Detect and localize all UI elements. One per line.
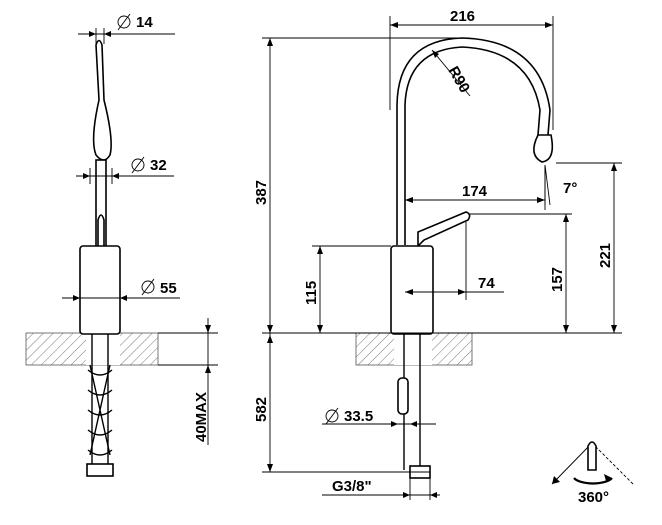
dim-thread: G3/8" xyxy=(322,478,440,500)
dim-angle: 7° xyxy=(544,164,577,206)
label-reach: 174 xyxy=(462,183,488,200)
label-handle-diameter: 32 xyxy=(150,157,167,174)
label-thread: G3/8" xyxy=(332,478,372,495)
label-hose-diameter: 33.5 xyxy=(344,408,373,425)
label-rotation: 360° xyxy=(578,489,609,506)
label-counter-max: 40MAX xyxy=(193,392,210,442)
dim-total-height: 387 xyxy=(253,37,460,333)
side-view: 14 32 55 40MAX xyxy=(25,13,218,477)
side-spout xyxy=(92,39,112,161)
label-total-height: 387 xyxy=(253,180,270,205)
spout-arch-outer xyxy=(396,37,551,245)
label-width: 216 xyxy=(450,8,475,25)
label-top-diameter: 14 xyxy=(136,14,153,31)
dim-hose-diameter: 33.5 xyxy=(322,407,436,427)
side-thread-nut xyxy=(86,463,114,477)
label-below-height: 582 xyxy=(253,397,270,422)
label-lever-offset: 74 xyxy=(478,275,495,292)
label-body-height: 115 xyxy=(303,281,320,305)
front-hose-connector xyxy=(397,377,409,415)
dim-counter-max: 40MAX xyxy=(158,318,218,445)
dim-body-height: 115 xyxy=(303,245,391,333)
dim-reach: 174 xyxy=(405,165,546,210)
dim-lever-height: 157 xyxy=(470,213,572,333)
label-lever-height: 157 xyxy=(549,267,566,292)
dim-handle-diameter: 32 xyxy=(76,156,174,184)
dim-radius: R90 xyxy=(431,49,473,97)
dim-below-height: 582 xyxy=(253,333,430,473)
front-lever xyxy=(417,211,471,248)
rotation-icon: 360° xyxy=(551,441,634,506)
dim-top-diameter: 14 xyxy=(78,13,175,44)
spout-head xyxy=(533,134,554,163)
label-base-diameter: 55 xyxy=(160,280,177,297)
dim-width: 216 xyxy=(389,8,554,130)
spout-arch-inner xyxy=(404,46,541,245)
label-angle: 7° xyxy=(563,180,577,197)
side-body xyxy=(79,245,121,335)
side-hoses xyxy=(86,334,114,477)
dim-spout-height: 221 xyxy=(556,162,622,333)
label-radius: R90 xyxy=(445,64,473,96)
front-view: 216 R90 174 7° 387 xyxy=(253,8,622,500)
dim-base-diameter: 55 xyxy=(62,278,180,301)
dim-lever-offset: 74 xyxy=(405,222,504,300)
side-lever xyxy=(97,214,105,251)
label-spout-height: 221 xyxy=(597,243,614,268)
